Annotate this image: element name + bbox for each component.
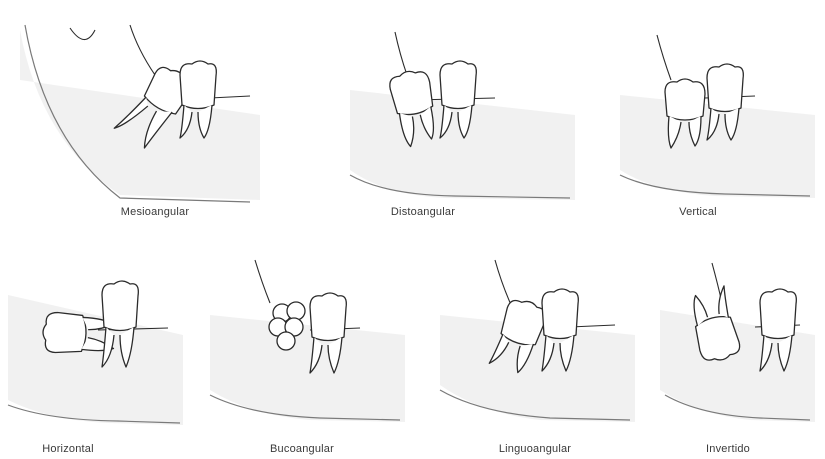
caption-linguoangular: Linguoangular	[455, 443, 615, 455]
panel-bucoangular: Bucoangular	[210, 255, 410, 459]
invertido-drawing	[660, 255, 820, 435]
caption-invertido: Invertido	[648, 443, 808, 455]
panel-distoangular: Distoangular	[345, 20, 585, 230]
panel-horizontal: Horizontal	[8, 255, 188, 459]
panel-mesioangular: Mesioangular	[10, 20, 270, 230]
caption-mesioangular: Mesioangular	[75, 206, 235, 218]
caption-horizontal: Horizontal	[0, 443, 148, 455]
caption-bucoangular: Bucoangular	[222, 443, 382, 455]
bucoangular-drawing	[210, 255, 410, 435]
panel-linguoangular: Linguoangular	[440, 255, 640, 459]
horizontal-drawing	[8, 255, 188, 435]
mesioangular-drawing	[10, 20, 270, 210]
distoangular-drawing	[345, 20, 585, 210]
panel-vertical: Vertical	[615, 20, 820, 230]
caption-distoangular: Distoangular	[343, 206, 503, 218]
caption-vertical: Vertical	[618, 206, 778, 218]
linguoangular-drawing	[440, 255, 640, 435]
vertical-drawing	[615, 20, 820, 210]
panel-invertido: Invertido	[660, 255, 820, 459]
